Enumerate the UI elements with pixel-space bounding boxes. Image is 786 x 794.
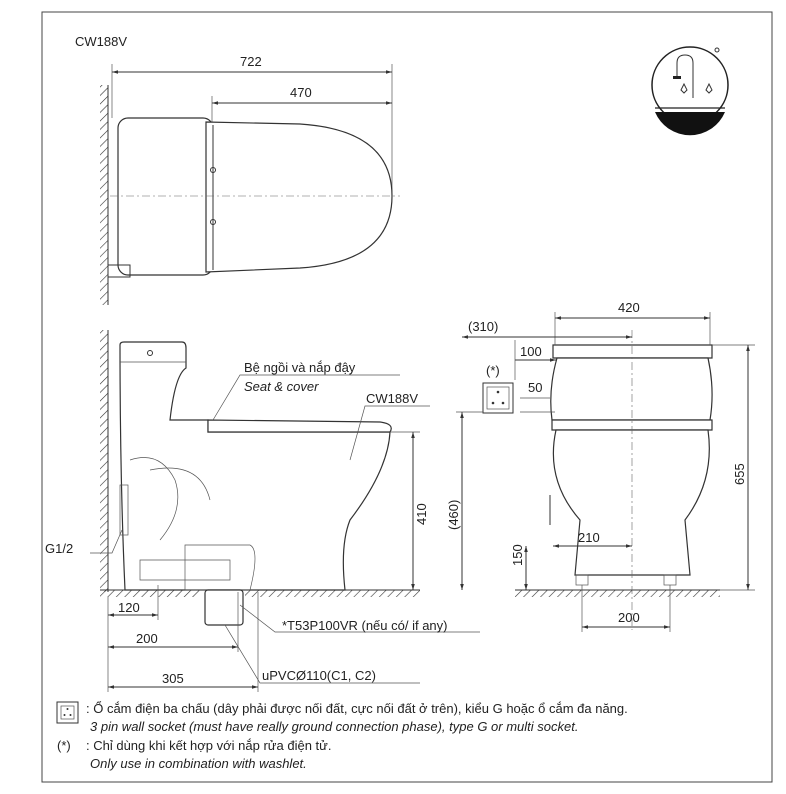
- front-view: 420 (310) 100 50 (*) (460) 655 210 150 2…: [446, 300, 755, 632]
- socket-note-en: 3 pin wall socket (must have really grou…: [90, 719, 578, 734]
- dim-470: 470: [290, 85, 312, 100]
- note-mark: (*): [57, 738, 71, 753]
- water-saving-logo-icon: [651, 46, 729, 136]
- dim-200-front: 200: [618, 610, 640, 625]
- dim-655: 655: [732, 463, 747, 485]
- pipe-label: uPVCØ110(C1, C2): [262, 668, 376, 683]
- dim-460: (460): [446, 500, 461, 530]
- seat-label-vi: Bệ ngồi và nắp đậy: [244, 360, 356, 375]
- legend: : Ổ cắm điện ba chấu (dây phải được nối …: [56, 701, 628, 771]
- cw188v-label: CW188V: [366, 391, 418, 406]
- seat-label-en: Seat & cover: [244, 379, 319, 394]
- model-title: CW188V: [75, 34, 127, 49]
- g12-label: G1/2: [45, 541, 73, 556]
- socket-legend-icon: [56, 701, 79, 724]
- dim-420: 420: [618, 300, 640, 315]
- frame-border: [41, 11, 773, 783]
- dim-150: 150: [510, 544, 525, 566]
- dim-200: 200: [136, 631, 158, 646]
- dim-305: 305: [162, 671, 184, 686]
- dim-210: 210: [578, 530, 600, 545]
- asterisk-label: (*): [486, 363, 500, 378]
- dim-722: 722: [240, 54, 262, 69]
- flange-label: *T53P100VR (nếu có/ if any): [282, 618, 447, 633]
- top-view: 722 470: [100, 54, 400, 305]
- dim-50: 50: [528, 380, 542, 395]
- dim-410: 410: [414, 503, 429, 525]
- washlet-note-en: Only use in combination with washlet.: [90, 756, 307, 771]
- dim-310: (310): [468, 319, 498, 334]
- dim-120: 120: [118, 600, 140, 615]
- socket-icon: [482, 382, 514, 414]
- washlet-note-vi: : Chỉ dùng khi kết hợp với nắp rửa điện …: [86, 738, 331, 753]
- socket-note-vi: : Ổ cắm điện ba chấu (dây phải được nối …: [86, 701, 628, 716]
- side-view: 410 Bệ ngồi và nắp đậy Seat & cover CW18…: [45, 330, 480, 692]
- dim-100: 100: [520, 344, 542, 359]
